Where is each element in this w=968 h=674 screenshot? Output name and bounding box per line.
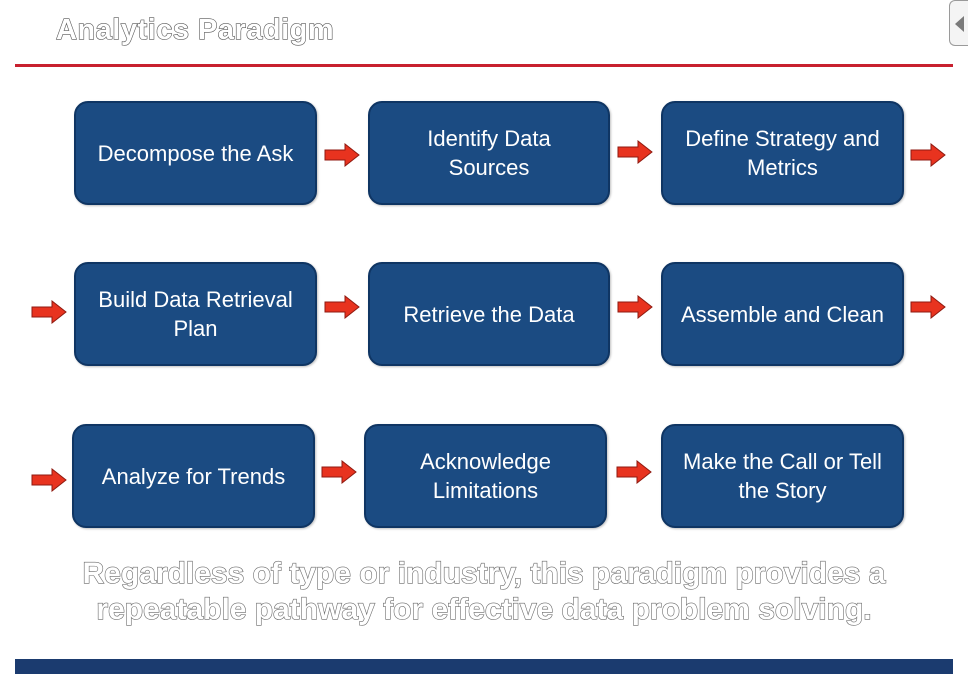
flow-arrow-icon <box>324 143 360 167</box>
step-make-the-call-or-tell-the-story: Make the Call or Tell the Story <box>661 424 904 528</box>
flow-arrow-icon <box>31 300 67 324</box>
footer-bar <box>15 659 953 674</box>
tagline: Regardless of type or industry, this par… <box>82 556 886 626</box>
flow-arrow-icon <box>910 295 946 319</box>
step-identify-data-sources: Identify Data Sources <box>368 101 610 205</box>
side-panel-toggle[interactable] <box>949 0 968 46</box>
flow-arrow-icon <box>616 460 652 484</box>
flow-arrow-icon <box>31 468 67 492</box>
step-assemble-and-clean: Assemble and Clean <box>661 262 904 366</box>
flow-arrow-icon <box>617 140 653 164</box>
step-decompose-the-ask: Decompose the Ask <box>74 101 317 205</box>
step-acknowledge-limitations: Acknowledge Limitations <box>364 424 607 528</box>
step-define-strategy-and-metrics: Define Strategy and Metrics <box>661 101 904 205</box>
flow-arrow-icon <box>910 143 946 167</box>
step-retrieve-the-data: Retrieve the Data <box>368 262 610 366</box>
step-build-data-retrieval-plan: Build Data Retrieval Plan <box>74 262 317 366</box>
title-divider <box>15 64 953 67</box>
step-analyze-for-trends: Analyze for Trends <box>72 424 315 528</box>
flow-arrow-icon <box>324 295 360 319</box>
slide-title: Analytics Paradigm <box>55 13 335 46</box>
flow-arrow-icon <box>617 295 653 319</box>
chevron-left-icon <box>955 16 964 32</box>
flow-arrow-icon <box>321 460 357 484</box>
